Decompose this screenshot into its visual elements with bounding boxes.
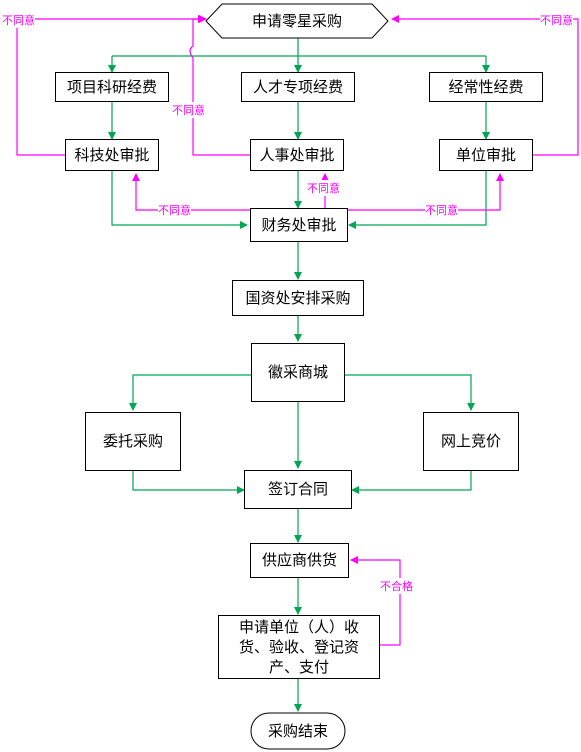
research-fund-box: 项目科研经费 — [55, 72, 169, 102]
sci-dept-approve-box: 科技处审批 — [65, 139, 159, 171]
research-fund-label: 项目科研经费 — [66, 77, 157, 96]
regular-fund-box: 经常性经费 — [429, 72, 543, 102]
sign-contract-box: 签订合同 — [244, 470, 352, 509]
online-bid-box: 网上竞价 — [423, 412, 519, 471]
start-node-shape — [205, 3, 389, 39]
finance-approve-label: 财务处审批 — [261, 215, 337, 234]
asset-arrange-box: 国资处安排采购 — [232, 280, 364, 316]
disagree-label-hr: 不同意 — [172, 102, 205, 118]
flow-mall-entrust — [129, 374, 251, 411]
finance-approve-box: 财务处审批 — [250, 208, 348, 242]
entrust-box: 委托采购 — [85, 412, 181, 471]
supplier-deliver-box: 供应商供货 — [250, 543, 349, 578]
unqualified-label: 不合格 — [380, 578, 413, 594]
supplier-deliver-label: 供应商供货 — [261, 551, 337, 570]
hr-approve-box: 人事处审批 — [250, 139, 344, 171]
unit-approve-box: 单位审批 — [439, 139, 533, 171]
mall-box: 徽采商城 — [251, 343, 345, 402]
regular-fund-label: 经常性经费 — [448, 77, 524, 96]
disagree-label-finance-hr: 不同意 — [307, 180, 340, 196]
receive-box: 申请单位（人）收 货、验收、登记资 产、支付 — [218, 615, 380, 679]
online-bid-label: 网上竞价 — [440, 432, 501, 451]
end-node-shape — [250, 712, 346, 750]
talent-fund-box: 人才专项经费 — [241, 72, 355, 102]
disagree-label-right: 不同意 — [540, 12, 573, 28]
reject-finance-to-unit — [348, 173, 504, 211]
talent-fund-label: 人才专项经费 — [252, 77, 343, 96]
start-node-label: 申请零星采购 — [251, 11, 342, 30]
end-node-label: 采购结束 — [267, 721, 328, 740]
flow-unit-finance — [348, 171, 487, 229]
sci-dept-approve-label: 科技处审批 — [74, 145, 150, 164]
hr-approve-label: 人事处审批 — [259, 145, 335, 164]
disagree-label-finance-unit: 不同意 — [425, 202, 458, 218]
sign-contract-label: 签订合同 — [267, 480, 328, 499]
disagree-label-left: 不同意 — [2, 12, 35, 28]
receive-label-line2: 货、验收、登记资 — [238, 637, 359, 656]
receive-label-line1: 申请单位（人）收 — [238, 617, 359, 636]
end-node: 采购结束 — [251, 713, 345, 749]
receive-label-line3: 产、支付 — [268, 658, 329, 677]
flow-sci-finance — [111, 171, 248, 229]
reject-hr-to-start — [189, 15, 250, 156]
reject-sci-to-start — [16, 15, 206, 156]
disagree-label-finance-sci: 不同意 — [158, 202, 191, 218]
mall-label: 徽采商城 — [267, 363, 328, 382]
flow-entrust-contract — [132, 471, 245, 494]
start-node: 申请零星采购 — [222, 4, 372, 38]
asset-arrange-label: 国资处安排采购 — [245, 288, 351, 307]
reject-receive-to-supplier — [350, 556, 401, 646]
reject-unit-to-start — [391, 15, 579, 156]
entrust-label: 委托采购 — [102, 432, 163, 451]
flow-online-contract — [351, 471, 472, 494]
reject-finance-to-sci — [132, 173, 250, 211]
flow-mall-online — [345, 374, 475, 411]
unit-approve-label: 单位审批 — [455, 145, 516, 164]
